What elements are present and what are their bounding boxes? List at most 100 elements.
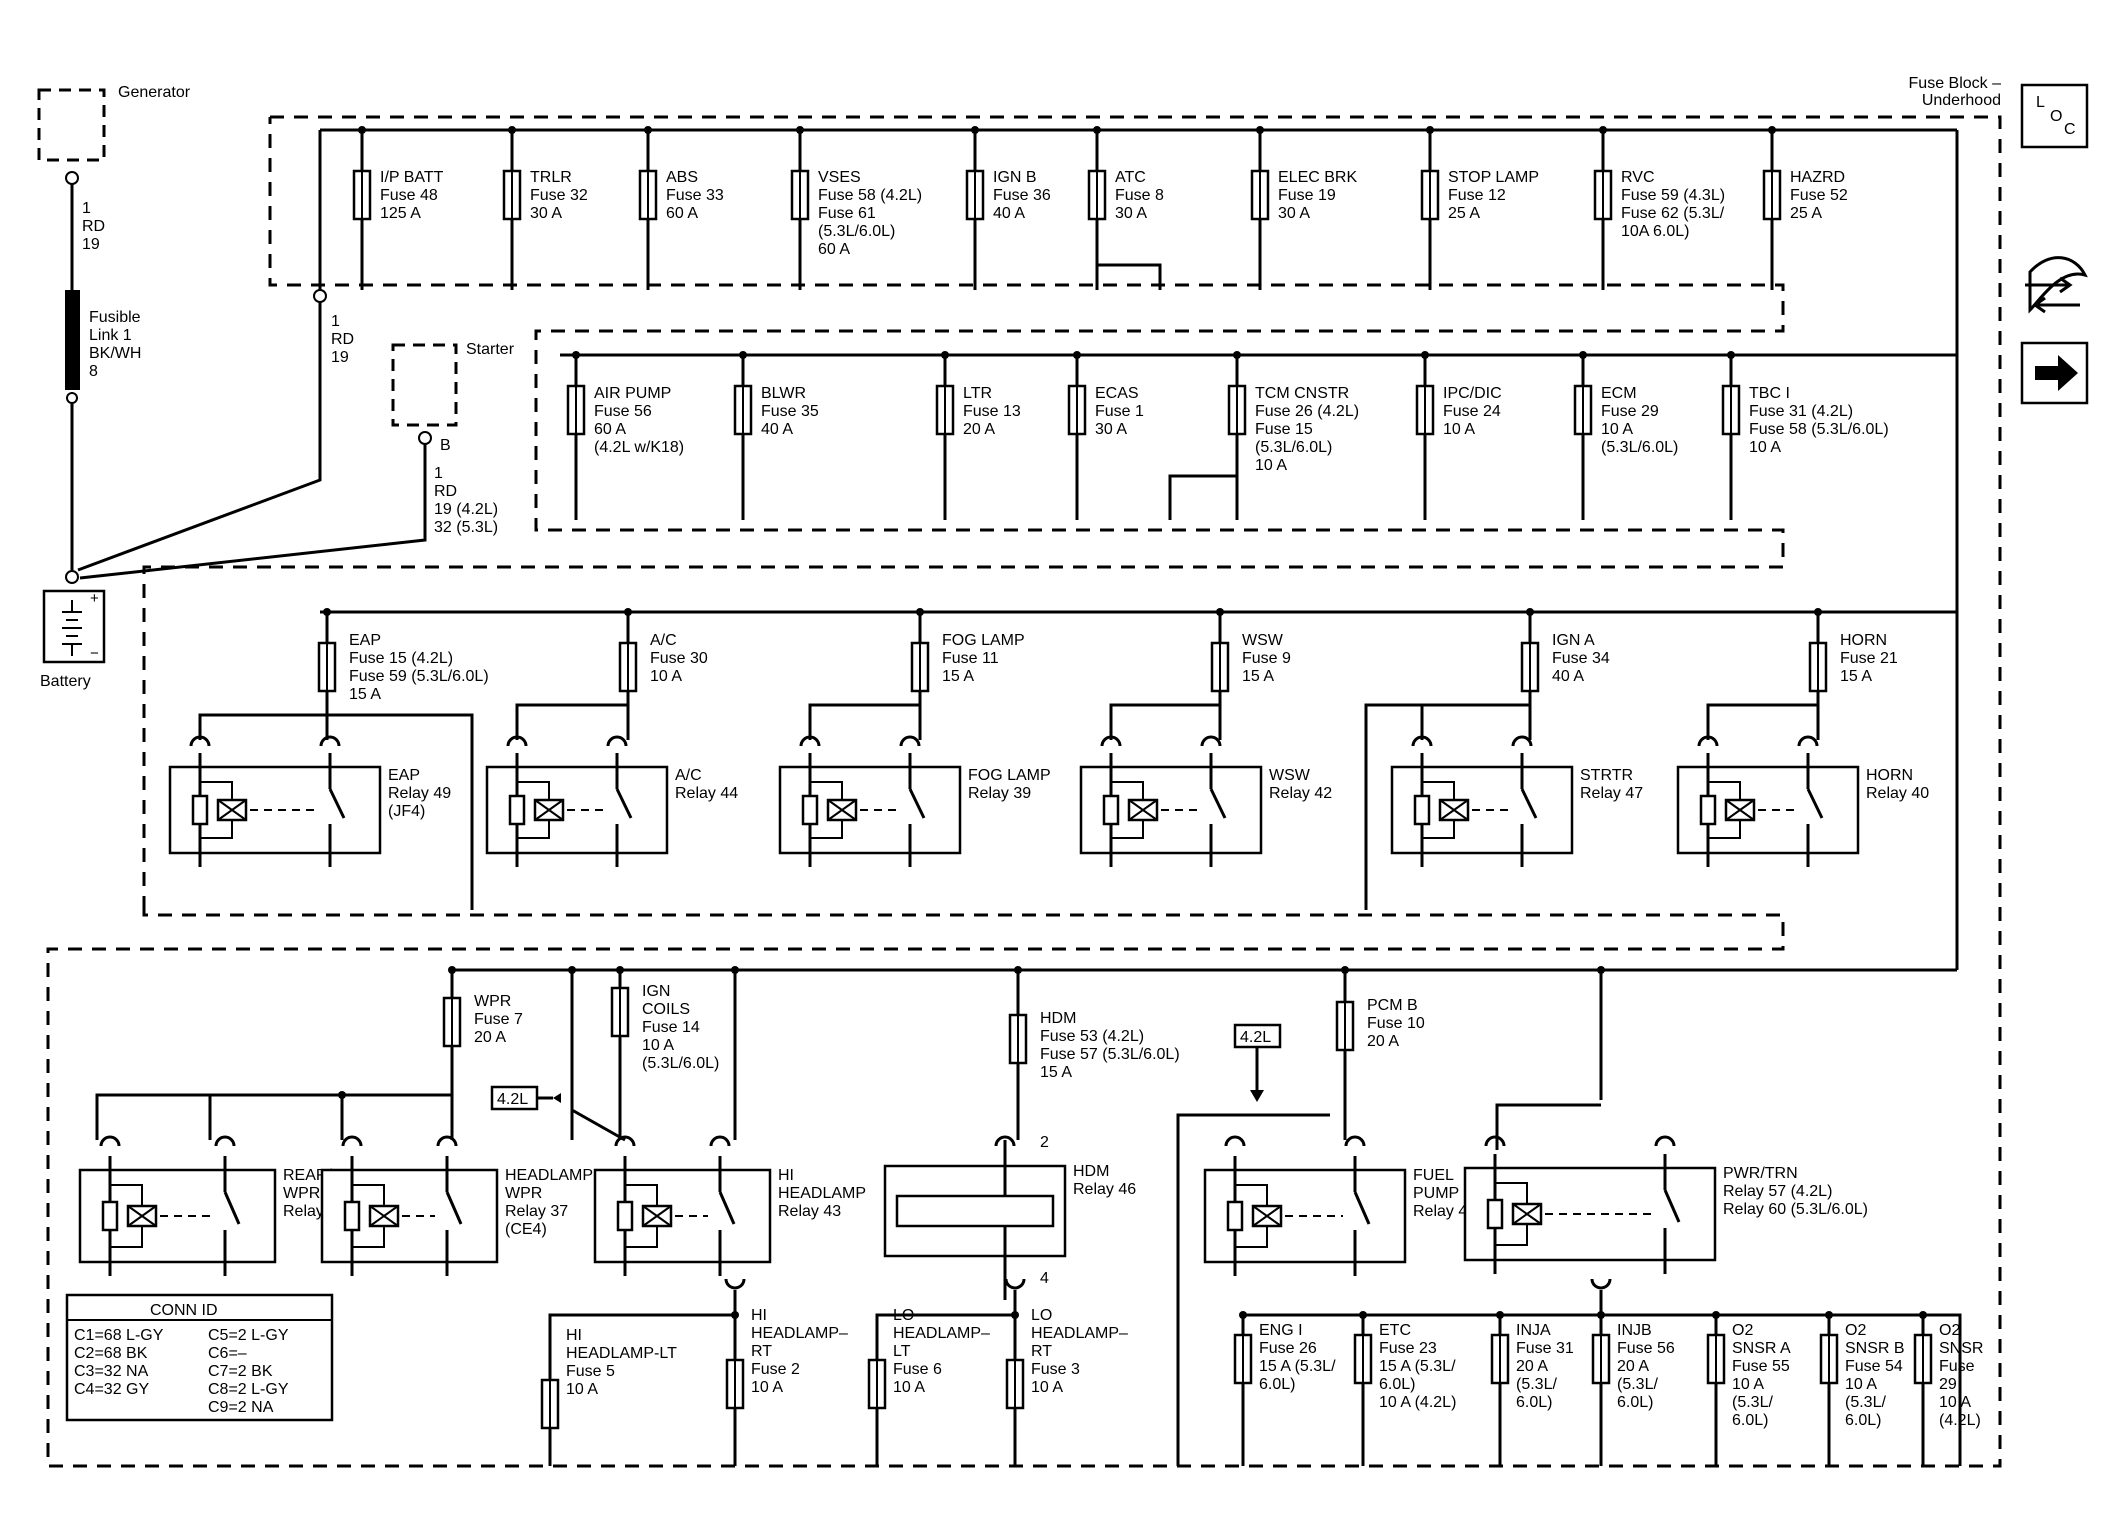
relay-pwr-trn-relay-57-4-2l-6 — [1463, 1154, 1717, 1274]
relay-rear-wpr-1 — [78, 1156, 277, 1276]
hdm-top-terminal — [994, 1135, 1016, 1147]
next-page-arrow-icon[interactable] — [2020, 341, 2089, 405]
battery: + − Battery — [40, 570, 106, 690]
relay-fog-lamp-3-switch-terminal — [899, 735, 921, 747]
relay-a-c-2-switch-terminal — [606, 735, 628, 747]
relay-hi-headlamp-3-switch-terminal — [709, 1135, 731, 1147]
relay-wsw-4 — [1079, 753, 1263, 867]
hdm-pin-2: 2 — [1040, 1134, 1049, 1151]
svg-text:C: C — [2064, 121, 2076, 138]
relay-eap-1 — [168, 753, 382, 867]
battery-plus-label: + — [90, 590, 99, 607]
relay-eap-1-switch-terminal — [319, 735, 341, 747]
fusible-link-1 — [65, 290, 80, 390]
relay-fog-lamp-3 — [778, 753, 962, 867]
fuse-block-outline — [46, 115, 2002, 1468]
relay-rear-wpr-1-switch-terminal — [214, 1135, 236, 1147]
loc-button[interactable]: L O C — [2020, 83, 2089, 149]
relay-headlamp-wpr-2 — [320, 1156, 499, 1276]
relay-strtr-5-switch-terminal — [1511, 735, 1533, 747]
option-tag-ign-coils: 4.2L — [490, 1085, 561, 1111]
relay-headlamp-wpr-2-coil-terminal — [341, 1135, 363, 1147]
relay-hi-headlamp-3-coil-terminal — [614, 1135, 636, 1147]
relay-horn-6 — [1676, 753, 1860, 867]
relay-pwr-trn-relay-57-4-2l-6-coil-terminal — [1484, 1135, 1506, 1147]
starter-pin-label: B — [440, 437, 451, 454]
starter-label: Starter — [466, 341, 515, 358]
relay-hi-headlamp-3 — [593, 1156, 772, 1276]
generator: Generator — [37, 84, 191, 570]
hdm-pin-4: 4 — [1040, 1270, 1049, 1287]
relay-rear-wpr-1-coil-terminal — [99, 1135, 121, 1147]
relay-fuel-pump-5 — [1203, 1156, 1407, 1276]
relay-fuel-pump-5-switch-terminal — [1344, 1135, 1366, 1147]
bus-wires — [320, 128, 1959, 972]
relay-a-c-2 — [485, 753, 669, 867]
generator-label: Generator — [118, 84, 191, 101]
svg-text:4.2L: 4.2L — [1240, 1029, 1271, 1046]
option-tag-fuel-pump: 4.2L — [1233, 1023, 1282, 1102]
harness-connector-icon[interactable] — [2025, 256, 2088, 314]
battery-minus-label: − — [90, 645, 99, 662]
relay-headlamp-wpr-2-switch-terminal — [436, 1135, 458, 1147]
relay-wsw-4-switch-terminal — [1200, 735, 1222, 747]
relay-horn-6-switch-terminal — [1797, 735, 1819, 747]
hdm-relay — [883, 1135, 1067, 1300]
